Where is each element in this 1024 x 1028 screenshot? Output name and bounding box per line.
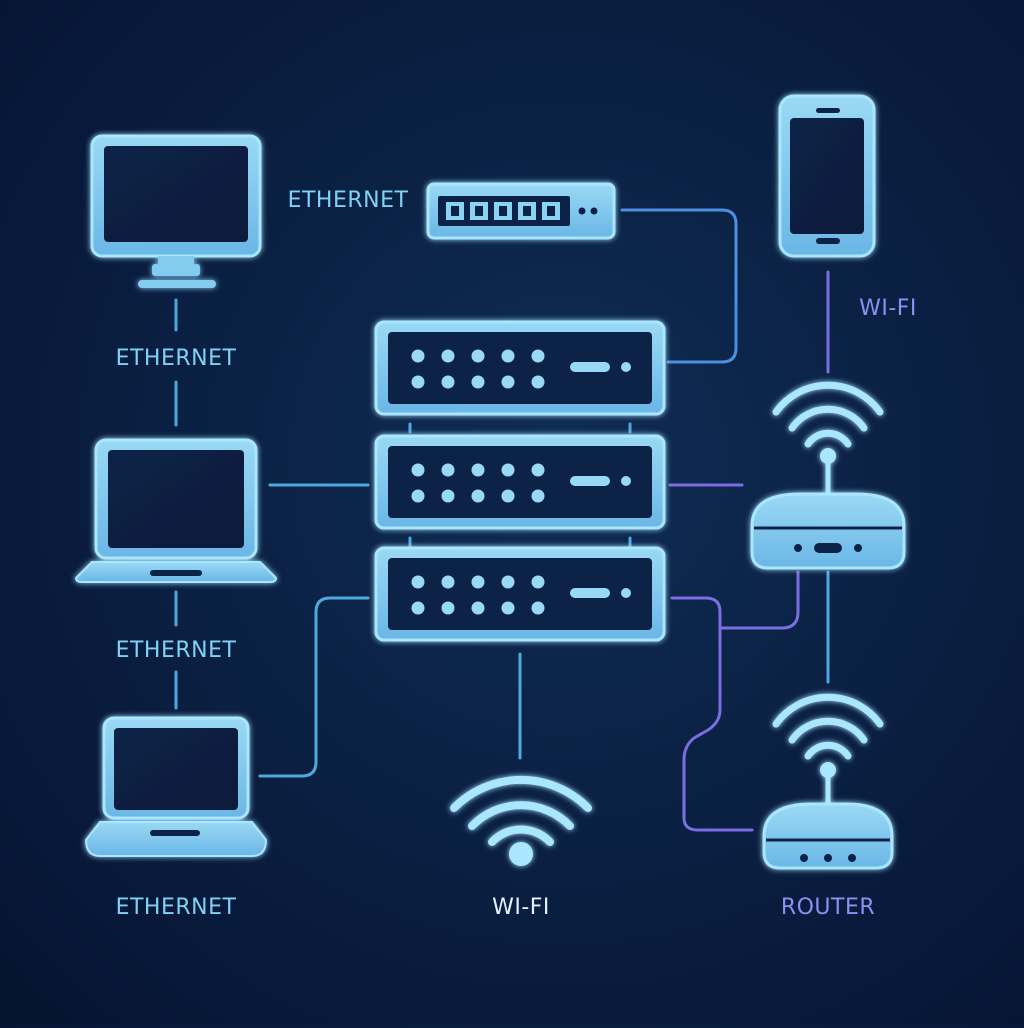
- server-led: [471, 349, 485, 363]
- server-unit[interactable]: [374, 434, 666, 530]
- server-led: [531, 575, 545, 589]
- server-led: [471, 463, 485, 477]
- connections: [174, 208, 830, 832]
- server-unit[interactable]: [374, 546, 666, 642]
- server-led: [411, 575, 425, 589]
- power-led: [621, 588, 631, 598]
- desktop-monitor-icon[interactable]: [90, 134, 262, 288]
- server-led: [501, 489, 515, 503]
- drive-slot: [570, 362, 610, 372]
- link-laptop2-server: [258, 596, 370, 778]
- wireless-router-icon[interactable]: [762, 693, 894, 870]
- server-led: [411, 463, 425, 477]
- server-led: [531, 601, 545, 615]
- label-wifi-phone: WI-FI: [859, 296, 917, 321]
- server-led: [441, 575, 455, 589]
- label-ethernet-bottom: ETHERNET: [115, 895, 237, 920]
- server-led: [531, 375, 545, 389]
- wifi-waves-icon: [772, 381, 884, 448]
- link-accesspoint-junction: [720, 570, 800, 630]
- network-switch-icon[interactable]: [426, 182, 616, 240]
- link-server-router: [670, 596, 754, 832]
- label-ethernet-mid: ETHERNET: [115, 638, 237, 663]
- smartphone-icon[interactable]: [778, 94, 876, 258]
- server-led: [441, 349, 455, 363]
- server-led: [411, 349, 425, 363]
- server-led: [501, 463, 515, 477]
- server-led: [441, 601, 455, 615]
- server-led: [441, 375, 455, 389]
- server-led: [411, 601, 425, 615]
- server-led: [411, 375, 425, 389]
- drive-slot: [570, 476, 610, 486]
- server-led: [531, 463, 545, 477]
- laptop-icon[interactable]: [74, 438, 278, 583]
- server-led: [441, 463, 455, 477]
- server-led: [471, 601, 485, 615]
- server-led: [411, 489, 425, 503]
- label-ethernet-top: ETHERNET: [115, 346, 237, 371]
- server-led: [501, 349, 515, 363]
- label-wifi-center: WI-FI: [492, 895, 550, 920]
- power-led: [621, 476, 631, 486]
- server-led: [501, 375, 515, 389]
- server-led: [531, 349, 545, 363]
- server-rack-icon[interactable]: [374, 320, 666, 642]
- server-led: [471, 575, 485, 589]
- wireless-access-point-icon[interactable]: [750, 381, 906, 570]
- server-unit[interactable]: [374, 320, 666, 416]
- wifi-icon[interactable]: [450, 776, 592, 866]
- label-router: ROUTER: [780, 895, 876, 920]
- drive-slot: [570, 588, 610, 598]
- link-switch-server: [620, 208, 738, 364]
- server-led: [531, 489, 545, 503]
- power-led: [621, 362, 631, 372]
- label-ethernet-switch: ETHERNET: [287, 188, 409, 213]
- laptop-icon[interactable]: [84, 716, 268, 857]
- server-led: [441, 489, 455, 503]
- server-led: [501, 601, 515, 615]
- server-led: [471, 489, 485, 503]
- server-led: [471, 375, 485, 389]
- server-led: [501, 575, 515, 589]
